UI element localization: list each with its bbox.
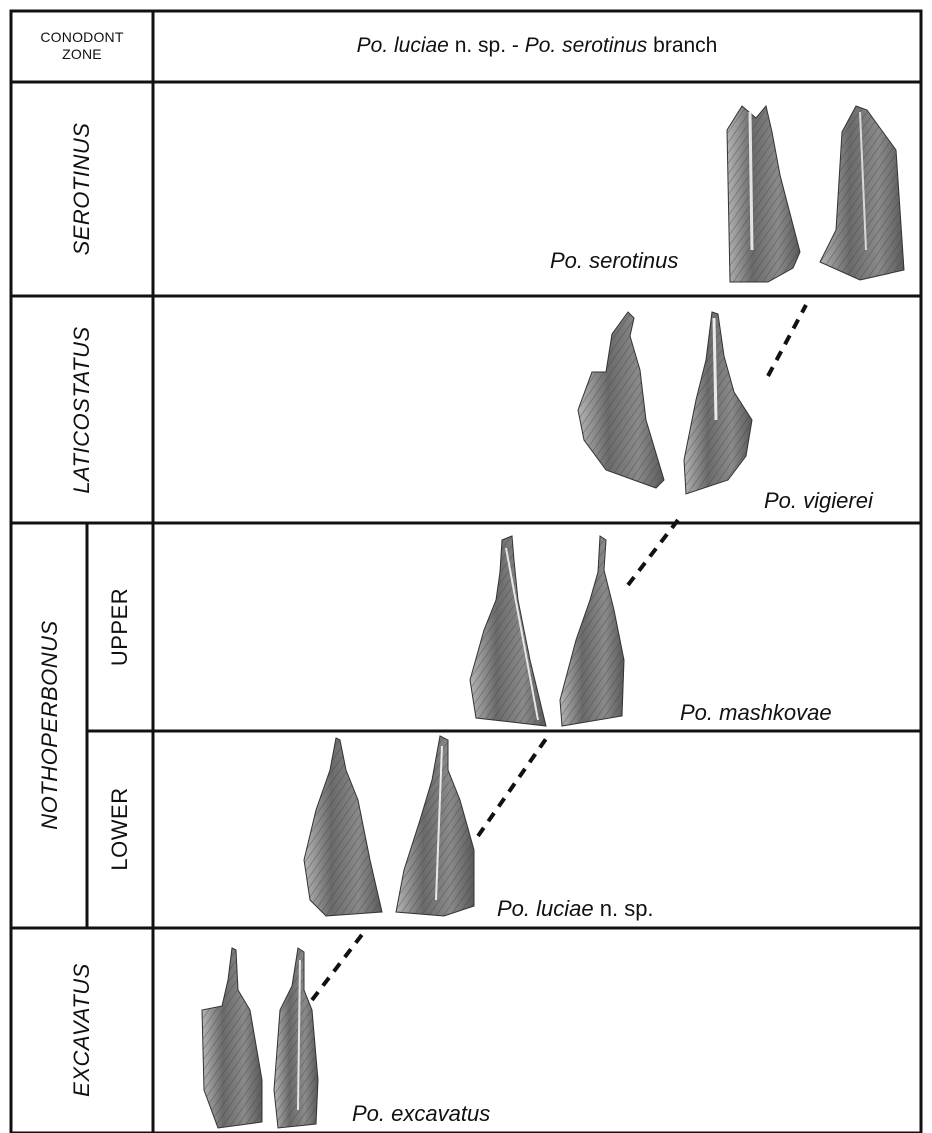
branch-title-mid: n. sp. - (449, 34, 525, 58)
conodont-zone-header: CONODONT ZONE (12, 12, 152, 80)
table-grid (11, 11, 921, 1133)
conodont-element-icon (820, 106, 904, 280)
conodont-element-icon (727, 106, 800, 282)
subzone-label-upper: UPPER (107, 588, 133, 666)
connector-mashkovae-vigierei (628, 520, 678, 585)
zone-header-line2: ZONE (62, 46, 102, 63)
zone-label-laticostatus: LATICOSTATUS (69, 326, 95, 493)
connector-excavatus-luciae (312, 932, 364, 1000)
species-label-serotinus: Po. serotinus (550, 248, 678, 274)
conodont-element-icon (274, 948, 318, 1128)
species-label-mashkovae: Po. mashkovae (680, 700, 832, 726)
zone-label-nothoperbonus: NOTHOPERBONUS (37, 620, 63, 829)
conodont-element-icon (470, 536, 546, 726)
conodont-element-icon (560, 536, 624, 726)
species-label-luciae-name: Po. luciae (497, 896, 594, 921)
conodont-element-icon (578, 312, 664, 488)
species-label-vigierei: Po. vigierei (764, 488, 873, 514)
zone-header-line1: CONODONT (40, 29, 123, 46)
conodont-element-icon (684, 312, 752, 494)
branch-title: Po. luciae n. sp. - Po. serotinus branch (154, 12, 920, 80)
connector-vigierei-serotinus (768, 305, 806, 376)
zone-label-excavatus: EXCAVATUS (69, 963, 95, 1097)
species-label-excavatus: Po. excavatus (352, 1101, 490, 1127)
species-label-luciae-suffix: n. sp. (594, 896, 654, 921)
conodont-element-icon (202, 948, 262, 1128)
subzone-label-lower: LOWER (107, 787, 133, 870)
conodont-element-icon (396, 736, 474, 916)
conodont-element-icon (304, 738, 382, 916)
branch-title-species-1: Po. luciae (357, 34, 449, 58)
connector-luciae-mashkovae (478, 736, 548, 836)
zone-label-serotinus: SEROTINUS (69, 123, 95, 256)
branch-title-end: branch (647, 34, 717, 58)
branch-title-species-2: Po. serotinus (525, 34, 648, 58)
species-label-luciae: Po. luciae n. sp. (497, 896, 654, 922)
